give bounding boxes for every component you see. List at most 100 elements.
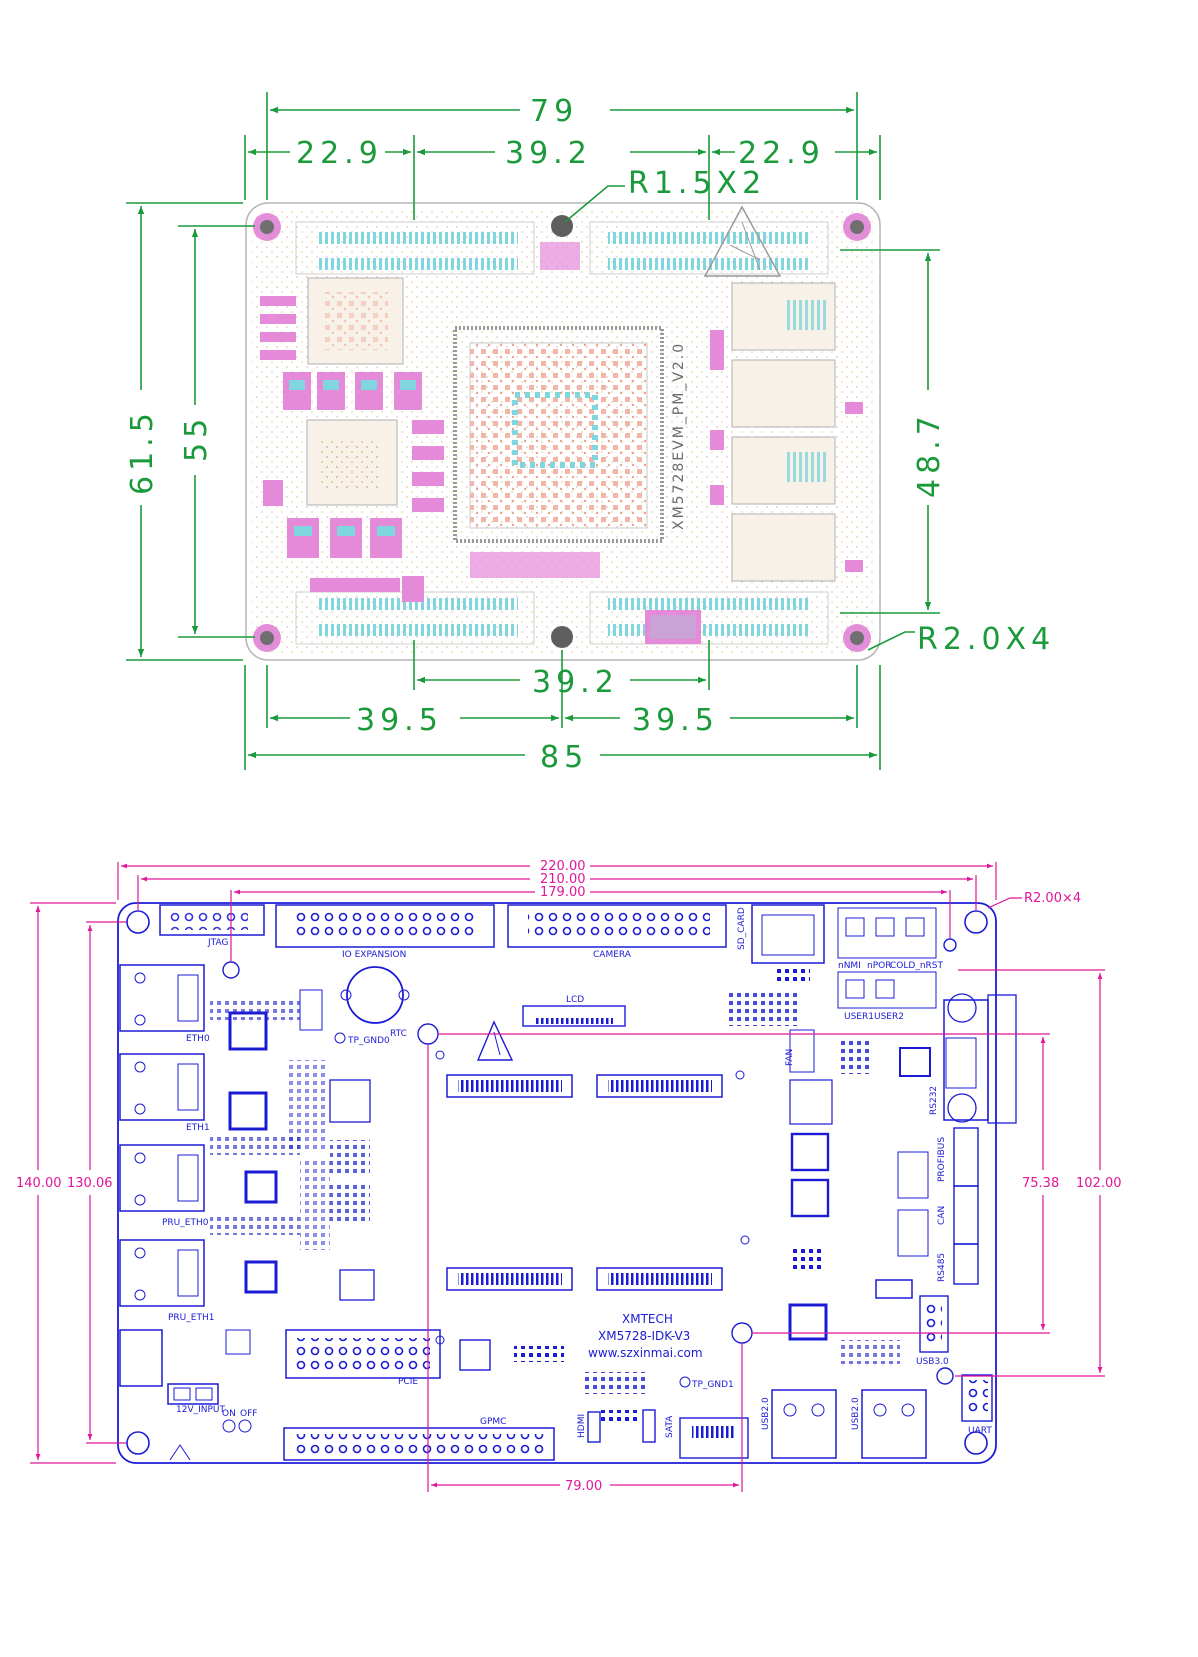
right-side-ics: [728, 990, 931, 1364]
label-12v-input: 12V_INPUT: [176, 1405, 226, 1415]
label-pru-eth1: PRU_ETH1: [168, 1313, 214, 1323]
uart-connector: [961, 1374, 993, 1422]
carrier-dimension-lines: [30, 862, 1105, 1492]
som-emmc-chip: [306, 419, 398, 506]
dim-210: 210.00: [540, 872, 586, 887]
label-on: ON: [222, 1409, 236, 1419]
dim-left-segment: 22.9: [296, 136, 383, 171]
label-pcie: PCIE: [398, 1377, 418, 1387]
label-company: XMTECH: [622, 1312, 673, 1326]
gpmc-connector: [283, 1427, 555, 1461]
power-input-jack: [119, 1329, 252, 1461]
carrier-som-hole-2: [943, 938, 957, 952]
dim-middle-segment: 39.2: [505, 136, 592, 171]
som-main-processor: [453, 326, 664, 543]
label-lcd: LCD: [566, 995, 584, 1005]
middle-lower-ics: [334, 1032, 691, 1424]
som-power-pads: [260, 242, 701, 644]
lcd-connector: [522, 1005, 626, 1027]
som-silkscreen-label: XM5728EVM_PM_V2.0: [671, 342, 687, 530]
carrier-mount-hole-tl: [126, 910, 150, 934]
usb20-port-a: [771, 1389, 837, 1459]
dim-board-width: 85: [540, 740, 588, 775]
label-tp-gnd1: TP_GND1: [691, 1380, 734, 1390]
io-expansion-connector: [275, 904, 495, 948]
pcie-connector: [285, 1329, 441, 1379]
som-board: XM5728EVM_PM_V2.0: [245, 202, 881, 661]
som-dimension-texts: 79 22.9 39.2 22.9 R1.5X2 61.5 55 48.7 R2…: [125, 94, 1055, 775]
dim-75: 75.38: [1022, 1176, 1059, 1191]
label-usb30: USB3.0: [916, 1357, 949, 1367]
som-mount-hole-tl: [253, 213, 281, 241]
dim-bottom-left: 39.5: [356, 703, 443, 738]
label-website: www.szxinmai.com: [588, 1346, 703, 1360]
som-mount-hole-bl: [253, 624, 281, 652]
dim-radius-carrier: R2.00×4: [1024, 891, 1081, 906]
label-model: XM5728-IDK-V3: [598, 1329, 690, 1343]
reset-buttons: [837, 907, 937, 1009]
carrier-mount-hole-tr: [964, 910, 988, 934]
label-sd-card: SD_CARD: [737, 907, 747, 950]
carrier-mount-hole-br: [964, 1431, 988, 1455]
dim-179: 179.00: [540, 885, 586, 900]
label-user2: USER2: [874, 1012, 904, 1022]
terminal-blocks: [897, 1127, 979, 1285]
som-memory-chip: [307, 277, 404, 365]
dim-height-inner: 55: [179, 414, 214, 462]
rs232-db9-connector: [943, 993, 1017, 1124]
label-fan: FAN: [785, 1049, 795, 1066]
dim-right-segment: 22.9: [738, 136, 825, 171]
dim-bottom-middle: 39.2: [532, 665, 619, 700]
som-socket-4: [596, 1267, 723, 1291]
dim-radius-bottom: R2.0X4: [917, 622, 1055, 657]
label-io-expansion: IO EXPANSION: [342, 950, 406, 960]
som-connector-bottom-left: [295, 591, 535, 645]
label-hdmi: HDMI: [577, 1414, 587, 1438]
som-esd-warning-icon: [703, 205, 782, 277]
label-pru-eth0: PRU_ETH0: [162, 1218, 209, 1228]
label-npor: nPOR: [867, 961, 891, 971]
dim-130: 130.06: [67, 1176, 113, 1191]
label-gpmc: GPMC: [480, 1417, 506, 1427]
som-socket-1: [446, 1074, 573, 1098]
label-rs485: RS485: [937, 1253, 947, 1282]
rtc-battery: [340, 966, 410, 1024]
label-camera: CAMERA: [593, 950, 632, 960]
power-regulators: [299, 989, 375, 1301]
sata-connector: [642, 1409, 749, 1459]
label-nmi: nNMI: [838, 961, 861, 971]
label-eth0: ETH0: [186, 1034, 210, 1044]
dim-79: 79.00: [565, 1479, 602, 1494]
hdmi-connector: [587, 1411, 601, 1443]
rj45-port-eth0: [119, 964, 205, 1032]
label-eth1: ETH1: [186, 1123, 210, 1133]
label-jtag: JTAG: [207, 938, 228, 948]
dim-height-right: 48.7: [912, 411, 947, 498]
dim-height-outer: 61.5: [125, 408, 160, 495]
som-mount-hole-tr: [843, 213, 871, 241]
dim-radius-top: R1.5X2: [628, 166, 766, 201]
label-tp-gnd0: TP_GND0: [347, 1036, 390, 1046]
rj45-port-eth1: [119, 1053, 205, 1121]
carrier-silkscreen-labels: JTAG IO EXPANSION CAMERA SD_CARD RTC TP_…: [162, 907, 992, 1438]
som-socket-2: [596, 1074, 723, 1098]
label-usb20-a: USB2.0: [761, 1397, 771, 1430]
som-mount-hole-br: [843, 624, 871, 652]
dim-overall-width: 79: [530, 94, 578, 129]
som-right-modules: [710, 282, 863, 582]
som-connector-top-left: [295, 221, 535, 275]
carrier-som-hole-5: [936, 1367, 954, 1385]
dim-220: 220.00: [540, 859, 586, 874]
label-off: OFF: [240, 1409, 257, 1419]
dim-140: 140.00: [16, 1176, 62, 1191]
carrier-board: [117, 902, 1017, 1464]
usb30-connector: [919, 1295, 949, 1353]
rj45-port-pru-eth1: [119, 1239, 205, 1307]
som-mount-hole-bottom-mid: [551, 626, 573, 648]
camera-connector: [507, 904, 727, 948]
dim-bottom-right: 39.5: [632, 703, 719, 738]
rj45-port-pru-eth0: [119, 1144, 205, 1212]
carrier-mount-hole-bl: [126, 1431, 150, 1455]
